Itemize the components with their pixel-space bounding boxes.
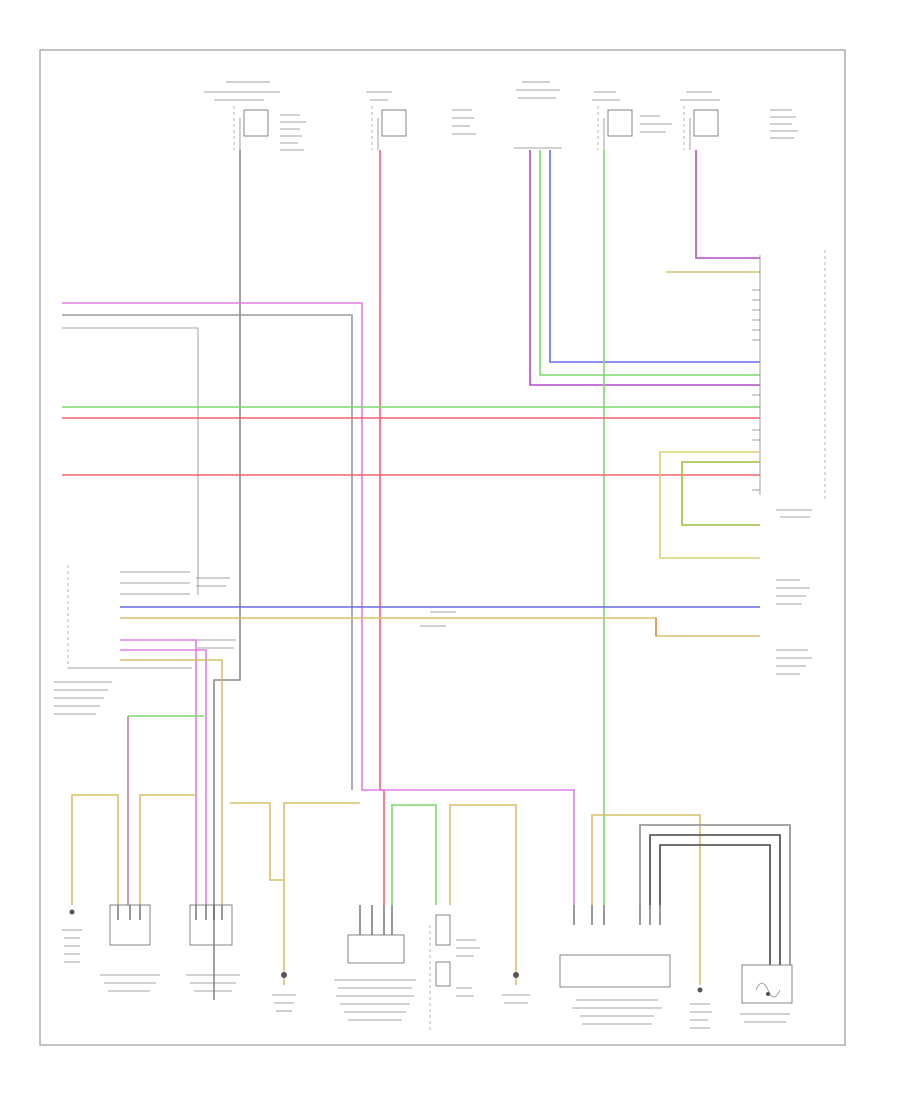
wire-grey-bus-2 — [62, 327, 199, 595]
power-source-3 — [514, 81, 562, 149]
component-module-center — [334, 905, 416, 1021]
power-source-1 — [204, 81, 306, 151]
wire-tan-bottom-2 — [139, 794, 196, 905]
power-source-5 — [680, 91, 798, 150]
diagram-frame — [39, 49, 846, 1046]
wire-grey-feed — [213, 150, 241, 1000]
component-ground-left — [62, 909, 82, 963]
wire-tan-bottom-6 — [591, 814, 701, 985]
power-source-4 — [592, 91, 672, 150]
wire-red-feed — [379, 150, 385, 905]
component-sensor-right — [690, 987, 712, 1029]
power-source-2 — [366, 91, 476, 150]
component-relay — [429, 914, 480, 1030]
component-motor — [740, 964, 793, 1023]
component-sensor-2 — [186, 904, 240, 992]
wire-green-bottom — [391, 804, 437, 905]
component-ground-right — [502, 972, 530, 1004]
wire-violet-feed — [529, 150, 760, 386]
wire-blue-feed — [549, 150, 760, 363]
wire-tan-mid — [120, 617, 760, 637]
wire-yellow-loop — [659, 451, 760, 559]
wire-tan-bottom-1 — [71, 794, 119, 905]
wire-tan-bottom-5 — [449, 804, 517, 985]
component-control-unit — [559, 905, 671, 1025]
wire-green-feed-1 — [539, 150, 760, 376]
wire-grey-bus-1 — [62, 314, 353, 790]
wire-black-bottom-2 — [659, 844, 771, 965]
wire-tan-bottom-3 — [230, 802, 285, 985]
wire-pink-ctrl-2 — [120, 649, 207, 905]
control-module — [54, 565, 236, 715]
wire-grey-bottom — [639, 824, 791, 965]
wire-olive-loop — [681, 461, 760, 526]
wire-pink-ctrl-1 — [120, 639, 197, 905]
wire-pink-bus — [62, 302, 575, 905]
right-labels-mid — [776, 579, 812, 675]
wire-tan-ctrl — [120, 659, 223, 905]
component-switch — [272, 972, 296, 1012]
wire-tan-bottom-4 — [283, 802, 360, 880]
wire-violet-feed-2 — [695, 150, 760, 259]
right-connector-column — [752, 250, 826, 518]
component-sensor-1 — [100, 904, 160, 992]
wire-black-bottom-1 — [649, 834, 781, 965]
